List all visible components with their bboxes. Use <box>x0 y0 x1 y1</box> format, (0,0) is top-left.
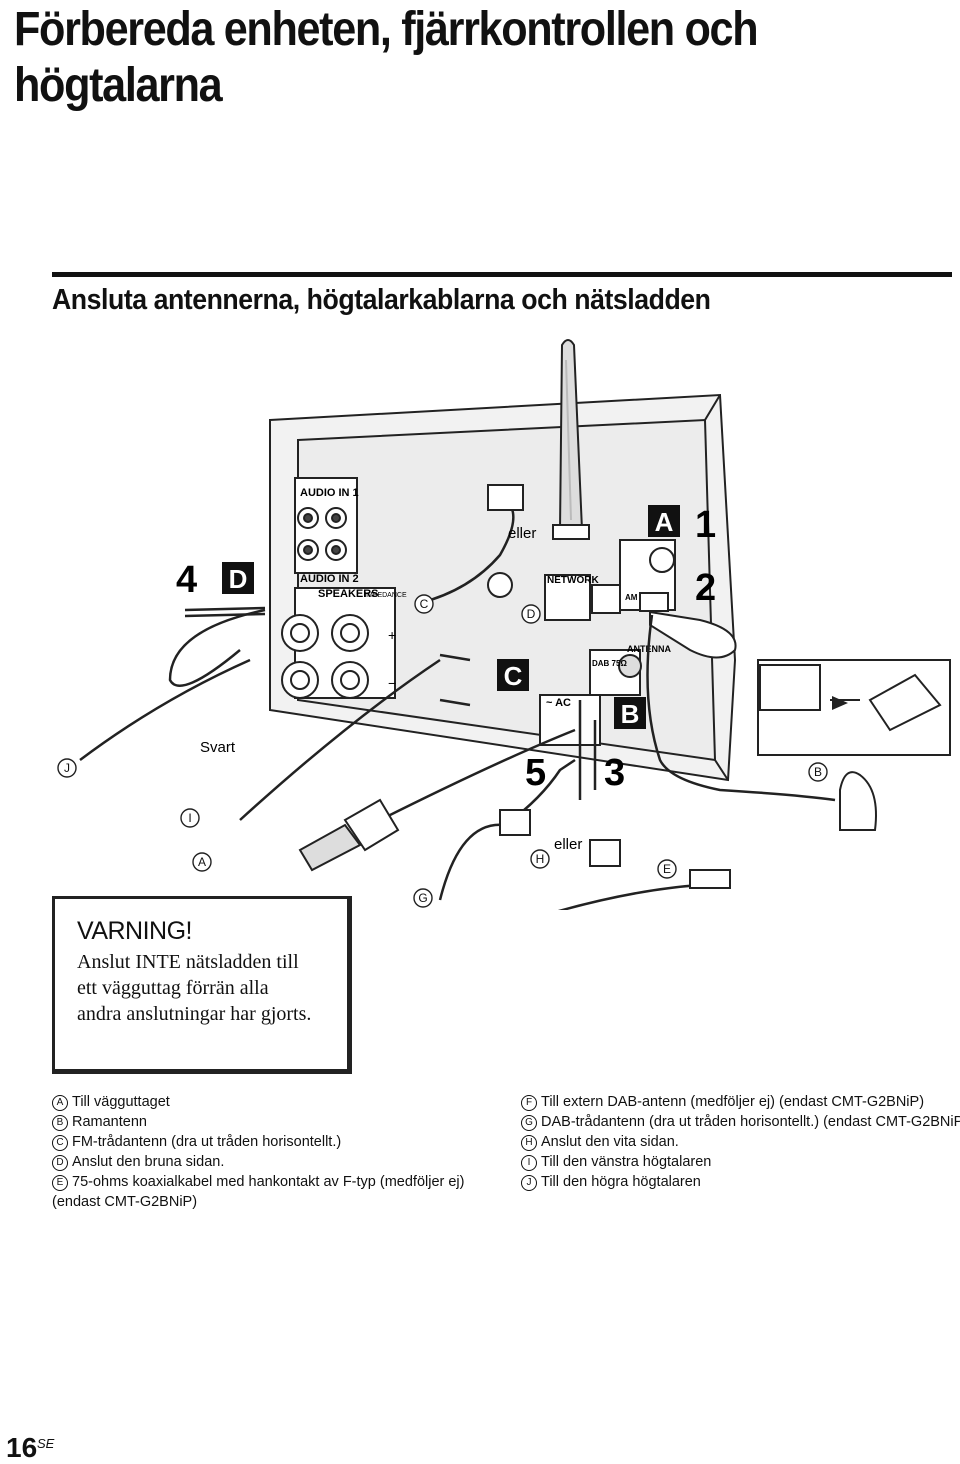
dab-label: DAB 75Ω <box>592 659 627 668</box>
circle-label-b: B <box>808 762 828 782</box>
step-3: 3 <box>604 752 625 794</box>
warning-line-3: andra anslutningar har gjorts. <box>77 1003 312 1025</box>
section-title: Ansluta antennerna, högtalarkablarna och… <box>52 284 711 316</box>
legend-key: J <box>521 1175 537 1191</box>
warning-line-1: Anslut INTE nätsladden till <box>77 951 299 973</box>
svg-text:C: C <box>420 597 429 611</box>
speakers-label: SPEAKERS <box>318 588 379 600</box>
page-title: Förbereda enheten, fjärrkontrollen och h… <box>14 3 759 112</box>
circle-label-j: J <box>57 758 77 778</box>
warning-title: VARNING! <box>77 917 193 945</box>
audio-in-block <box>294 477 358 574</box>
loop-antenna <box>757 659 951 831</box>
legend-key: F <box>521 1095 537 1111</box>
connection-diagram: AUDIO IN 1 AUDIO IN 2 SPEAKERS IMPEDANCE… <box>57 339 951 910</box>
box-label-a: A <box>648 505 680 537</box>
svart-label: Svart <box>200 739 236 756</box>
svg-text:D: D <box>527 607 536 621</box>
circle-label-i: I <box>180 808 200 828</box>
plus-label: + <box>388 627 396 643</box>
fm-connector <box>487 484 731 889</box>
legend-text: DAB-trådantenn (dra ut tråden horisontel… <box>541 1114 960 1130</box>
circle-label-c: C <box>414 594 434 614</box>
svg-text:G: G <box>418 891 427 905</box>
legend-key: C <box>52 1135 68 1151</box>
circle-label-d: D <box>521 604 541 624</box>
page-language: SE <box>37 1436 55 1451</box>
box-label-c: C <box>497 659 529 691</box>
step-5: 5 <box>525 752 546 794</box>
step-4: 4 <box>176 559 197 601</box>
eller-label-bottom: eller <box>554 836 582 853</box>
box-label-d: D <box>222 562 254 594</box>
legend-text: Till den högra högtalaren <box>541 1174 701 1190</box>
audio-in-1-label: AUDIO IN 1 <box>300 487 359 499</box>
step-1: 1 <box>695 504 716 546</box>
legend-text: Till den vänstra högtalaren <box>541 1154 712 1170</box>
legend-text: FM-trådantenn (dra ut tråden horisontell… <box>72 1134 342 1150</box>
legend-key: E <box>52 1175 68 1191</box>
legend-text: Till vägguttaget <box>72 1094 170 1110</box>
speaker-terminal-block <box>281 587 396 699</box>
legend-text: Anslut den vita sidan. <box>541 1134 679 1150</box>
legend-key: A <box>52 1095 68 1111</box>
legend-text: Anslut den bruna sidan. <box>72 1154 225 1170</box>
legend-key: G <box>521 1115 537 1131</box>
hand-pointer <box>649 610 737 659</box>
legend-key: D <box>52 1155 68 1171</box>
circle-label-a: A <box>192 852 212 872</box>
box-label-b: B <box>614 697 646 729</box>
svg-text:D: D <box>229 564 248 594</box>
legend-key: I <box>521 1155 537 1171</box>
power-plug <box>298 798 400 872</box>
legend-text: Ramantenn <box>72 1114 147 1130</box>
section-rule <box>52 272 952 277</box>
am-label: AM <box>625 593 638 602</box>
page-number: 16 <box>6 1432 38 1463</box>
ac-label: ~ AC <box>546 697 571 709</box>
legend-text: 75-ohms koaxialkabel med hankontakt av F… <box>52 1174 465 1210</box>
warning-box: VARNING! Anslut INTE nätsladden till ett… <box>52 896 352 1074</box>
wireless-antenna <box>552 339 590 540</box>
svg-text:J: J <box>64 761 70 775</box>
svg-text:B: B <box>621 699 640 729</box>
warning-line-2: ett vägguttag förrän alla <box>77 977 269 999</box>
legend-text: Till extern DAB-antenn (medföljer ej) (e… <box>541 1094 925 1110</box>
svg-text:B: B <box>814 765 822 779</box>
svg-text:E: E <box>663 862 671 876</box>
legend-key: B <box>52 1115 68 1131</box>
arrow-icon <box>832 696 848 710</box>
network-label: NETWORK <box>547 575 599 586</box>
svg-text:A: A <box>655 507 674 537</box>
audio-in-2-label: AUDIO IN 2 <box>300 573 359 585</box>
svg-text:C: C <box>504 661 523 691</box>
legend-key: H <box>521 1135 537 1151</box>
svg-text:I: I <box>188 811 191 825</box>
svg-text:A: A <box>198 855 206 869</box>
svg-text:H: H <box>536 852 545 866</box>
warning-text: Anslut INTE nätsladden till ett väggutta… <box>77 949 337 1027</box>
circle-label-e: E <box>657 859 677 879</box>
minus-label: − <box>388 675 396 691</box>
antenna-terminals <box>539 539 676 746</box>
circle-label-h: H <box>530 849 550 869</box>
circle-label-g: G <box>413 888 433 908</box>
network-port <box>544 574 621 621</box>
eller-label-top: eller <box>508 525 536 542</box>
step-2: 2 <box>695 567 716 609</box>
impedance-label: IMPEDANCE <box>365 592 407 599</box>
